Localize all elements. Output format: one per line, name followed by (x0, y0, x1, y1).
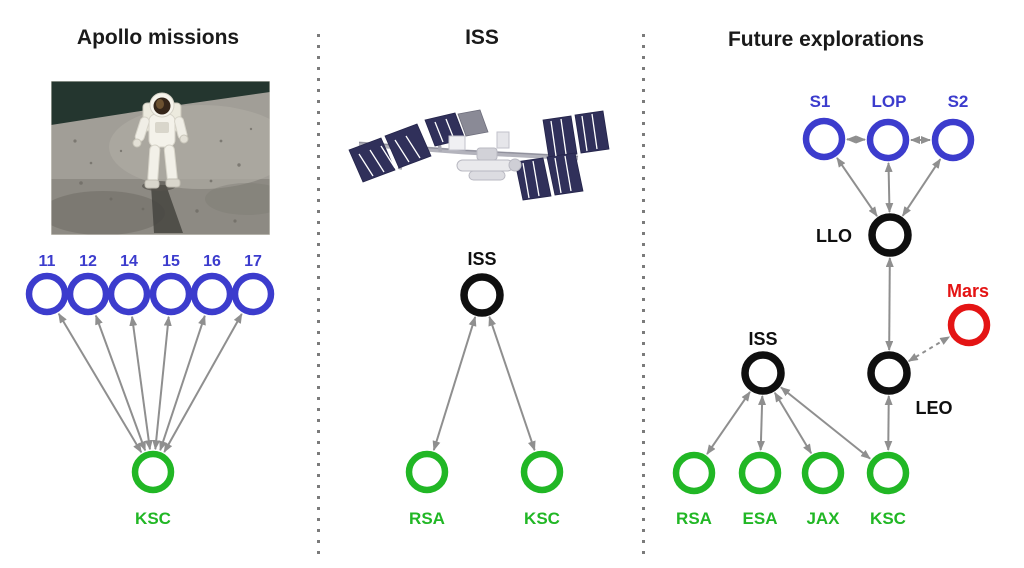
node-label-a17: 17 (244, 253, 262, 270)
node-rsa3 (672, 451, 716, 495)
node-a15 (149, 272, 193, 316)
edge-ksc1-a12 (94, 314, 147, 452)
node-label-lop: LOP (872, 92, 907, 111)
node-a11 (25, 272, 69, 316)
node-label-ksc1: KSC (135, 509, 171, 528)
node-iss3 (741, 351, 785, 395)
astronaut-photo (51, 81, 270, 235)
panel-divider-right (642, 34, 645, 556)
edges-layer (57, 135, 951, 460)
node-label-a11: 11 (39, 253, 56, 270)
node-lop (866, 118, 910, 162)
node-label-rsa2: RSA (409, 509, 445, 528)
node-label-mars: Mars (947, 281, 989, 301)
edge-iss2-rsa2 (432, 316, 477, 451)
edge-iss2-ksc2 (488, 315, 536, 452)
edge-iss3-jax3 (773, 391, 813, 455)
edge-ksc1-a14 (129, 315, 153, 451)
node-label-iss3: ISS (748, 329, 777, 349)
solar-array-stripes (358, 113, 598, 199)
node-label-esa3: ESA (743, 509, 778, 528)
node-label-s1: S1 (810, 92, 831, 111)
node-label-llo: LLO (816, 226, 852, 246)
node-iss2 (460, 273, 504, 317)
node-esa3 (738, 451, 782, 495)
node-label-rsa3: RSA (676, 509, 712, 528)
node-label-a14: 14 (120, 253, 138, 270)
node-ksc1 (131, 450, 175, 494)
node-s1 (802, 117, 846, 161)
edge-llo-s2 (901, 158, 942, 217)
node-ksc2 (520, 450, 564, 494)
node-a17 (231, 272, 275, 316)
edge-iss3-ksc3 (780, 386, 871, 460)
node-label-a15: 15 (162, 253, 180, 270)
visor-reflection (156, 99, 164, 109)
node-mars (947, 303, 991, 347)
node-label-ksc2: KSC (524, 509, 560, 528)
node-a14 (107, 272, 151, 316)
apollo-panel-title: Apollo missions (76, 26, 240, 49)
node-jax3 (801, 451, 845, 495)
node-label-s2: S2 (948, 92, 969, 111)
edge-leo-ksc3 (884, 394, 893, 452)
node-label-jax3: JAX (806, 509, 840, 528)
edge-ksc1-a11 (57, 312, 143, 454)
node-a16 (190, 272, 234, 316)
node-leo (867, 351, 911, 395)
terrain-speckles (73, 127, 253, 223)
edge-llo-lop (884, 161, 894, 214)
node-rsa2 (405, 450, 449, 494)
iss-modules (448, 131, 522, 181)
future-panel-title: Future explorations (727, 28, 925, 51)
node-ksc3 (866, 451, 910, 495)
node-s2 (931, 118, 975, 162)
panel-divider-left (317, 34, 320, 556)
edge-iss3-rsa3 (706, 391, 751, 455)
edge-llo-leo (885, 256, 894, 352)
node-label-a16: 16 (203, 253, 221, 270)
iss-panel-title: ISS (465, 26, 499, 49)
node-label-a12: 12 (79, 253, 97, 270)
terrain-shade-2 (205, 183, 270, 215)
edge-leo-mars (907, 335, 951, 363)
iss-image (348, 109, 610, 201)
astronaut-figure (132, 92, 189, 189)
edge-iss3-esa3 (756, 394, 767, 452)
node-llo (868, 213, 912, 257)
astronaut-shadow (151, 185, 183, 233)
node-a12 (66, 272, 110, 316)
edge-llo-s1 (836, 157, 878, 217)
node-label-leo: LEO (915, 398, 952, 418)
node-label-iss2: ISS (467, 249, 496, 269)
terrain-shade (51, 191, 165, 235)
node-label-ksc3: KSC (870, 509, 906, 528)
edge-ksc1-a17 (163, 313, 243, 453)
